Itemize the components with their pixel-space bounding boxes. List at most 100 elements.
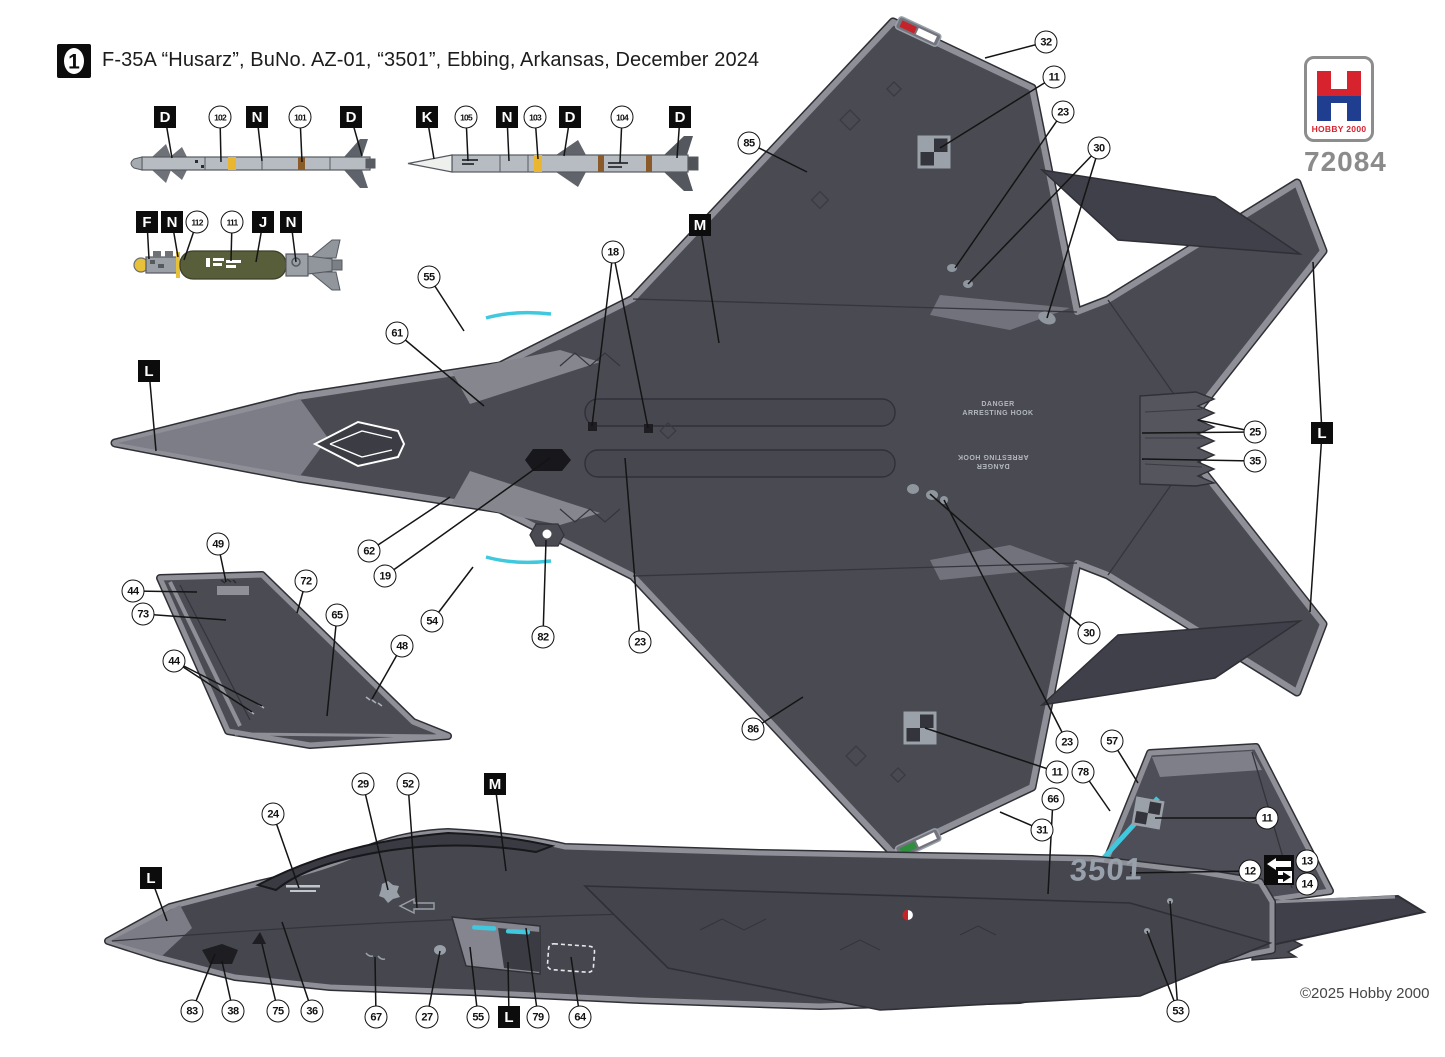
formation-arrow-decal-icon: [1264, 855, 1294, 885]
paint-callout-18: 18: [601, 240, 625, 264]
leader-line: [272, 813, 300, 889]
paint-callout-112: 112: [185, 210, 209, 234]
paint-callout-24: 24: [261, 802, 285, 826]
wing-side: [582, 885, 1273, 1011]
decal-letter-J: J: [252, 211, 274, 233]
paint-callout-82: 82: [531, 625, 555, 649]
paint-callout-55: 55: [417, 265, 441, 289]
leader-line: [142, 613, 227, 621]
paint-callout-65: 65: [325, 603, 349, 627]
leader-line: [1046, 147, 1100, 319]
decal-letter-L: L: [138, 360, 160, 382]
checkerboard-insignia-fin: [1131, 796, 1165, 830]
leader-line: [943, 499, 1068, 743]
side-view: [104, 743, 1427, 1011]
svg-text:DANGER: DANGER: [976, 462, 1009, 469]
paint-callout-101: 101: [288, 105, 312, 129]
hobby2000-logo: HOBBY 2000: [1304, 56, 1374, 142]
paint-callout-73: 73: [131, 602, 155, 626]
paint-callout-72: 72: [294, 569, 318, 593]
paint-callout-62: 62: [357, 539, 381, 563]
paint-callout-104: 104: [610, 105, 634, 129]
paint-callout-64: 64: [568, 1005, 592, 1029]
decal-letter-N: N: [246, 106, 268, 128]
light-door: [529, 523, 565, 547]
paint-callout-35: 35: [1243, 449, 1267, 473]
paint-callout-11: 11: [1042, 65, 1066, 89]
paint-callout-48: 48: [390, 634, 414, 658]
leader-line: [494, 783, 507, 872]
leader-line: [591, 251, 614, 427]
tail-number: 3501: [1068, 851, 1145, 888]
checkerboard-insignia: [917, 135, 951, 169]
leader-line: [469, 946, 479, 1018]
paint-callout-61: 61: [385, 321, 409, 345]
page-title: F-35A “Husarz”, BuNo. AZ-01, “3501”, Ebb…: [102, 49, 760, 71]
paint-callout-44: 44: [121, 579, 145, 603]
copyright: ©2025 Hobby 2000: [1300, 985, 1430, 1002]
logo-text: HOBBY 2000: [1311, 124, 1367, 134]
paint-callout-23: 23: [1051, 100, 1075, 124]
paint-callout-11: 11: [1255, 806, 1279, 830]
leader-line: [173, 660, 253, 713]
engine-nozzle-feathers: [1139, 391, 1217, 487]
nostep-arrow-marking: [398, 897, 435, 915]
paint-callout-86: 86: [741, 717, 765, 741]
leader-line: [362, 783, 389, 891]
bomb-gbu: [133, 239, 343, 291]
leader-line: [396, 332, 485, 407]
leader-line: [924, 727, 1058, 773]
paint-callout-105: 105: [454, 105, 478, 129]
decal-letter-D: D: [669, 106, 691, 128]
leader-line: [525, 927, 539, 1018]
leader-line: [612, 251, 649, 429]
paint-callout-30: 30: [1077, 621, 1101, 645]
paint-callout-75: 75: [266, 999, 290, 1023]
paint-callout-67: 67: [364, 1005, 388, 1029]
leader-line: [954, 111, 1064, 269]
paint-callout-23: 23: [628, 630, 652, 654]
leader-line: [1047, 798, 1054, 895]
leader-line: [1312, 261, 1323, 434]
vertical-tail-top: [1039, 168, 1303, 255]
missile-aim9: [130, 139, 376, 188]
leader-line: [173, 660, 263, 707]
decal-letter-D: D: [559, 106, 581, 128]
paint-callout-111: 111: [220, 210, 244, 234]
kit-number: 72084: [1304, 146, 1387, 177]
decal-letter-D: D: [154, 106, 176, 128]
nav-light-red: [894, 16, 942, 47]
paint-callout-13: 13: [1295, 849, 1319, 873]
fuselage-light: [901, 908, 915, 922]
paint-callout-102: 102: [208, 105, 232, 129]
paint-callout-12: 12: [1238, 859, 1262, 883]
checkerboard-insignia: [903, 711, 937, 745]
decal-letter-N: N: [161, 211, 183, 233]
blade-antenna: [252, 932, 266, 944]
panel-diamonds: [659, 81, 906, 783]
leader-line: [368, 496, 451, 552]
paint-patches-side: [379, 881, 446, 955]
paint-callout-53: 53: [1166, 999, 1190, 1023]
leader-line: [407, 783, 418, 909]
paint-callout-78: 78: [1071, 760, 1095, 784]
eots-fairing: [202, 944, 238, 964]
leader-line: [1129, 870, 1251, 874]
arresting-hook-stencil: DANGER ARRESTING HOOK DANGER ARRESTING H…: [957, 401, 1033, 469]
paint-callout-54: 54: [420, 609, 444, 633]
marking-option-icon: 1: [57, 44, 91, 78]
paint-callout-25: 25: [1243, 420, 1267, 444]
fin-detail-view: [156, 571, 452, 749]
decal-letter-N: N: [280, 211, 302, 233]
decal-letter-L: L: [140, 867, 162, 889]
leader-line: [281, 921, 313, 1012]
svg-text:ARRESTING HOOK: ARRESTING HOOK: [957, 453, 1028, 460]
decal-letter-N: N: [496, 106, 518, 128]
leader-line: [624, 457, 641, 643]
paint-callout-29: 29: [351, 772, 375, 796]
leader-line: [939, 76, 1055, 149]
paint-callout-57: 57: [1100, 729, 1124, 753]
brand-block: HOBBY 2000 72084: [1304, 56, 1387, 178]
